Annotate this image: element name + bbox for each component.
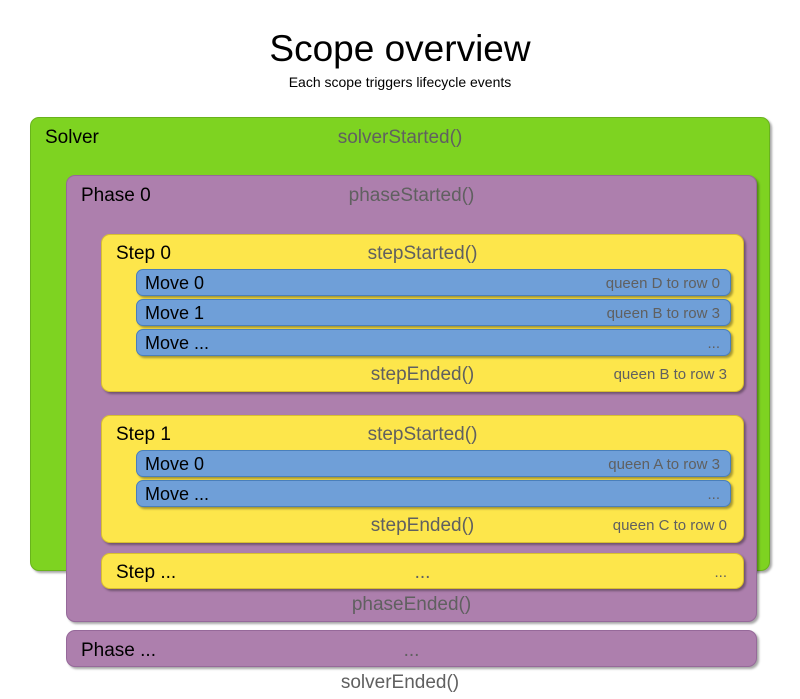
step-0-ended-detail: queen B to row 3	[613, 366, 727, 383]
solver-scope: Solver solverStarted() Phase 0 phaseStar…	[30, 117, 770, 693]
move-label: Move 0	[145, 273, 205, 293]
step-ellipsis-scope: Step ... ... ...	[101, 553, 744, 589]
move-scope: Move ... ...	[136, 329, 731, 356]
move-label: Move 0	[145, 454, 205, 474]
step-1-ended-detail: queen C to row 0	[612, 517, 727, 534]
step-1-header: Step 1 stepStarted()	[108, 420, 737, 450]
phase-0-header: Phase 0 phaseStarted()	[73, 181, 750, 211]
step-0-started-event: stepStarted()	[367, 243, 478, 264]
step-1-ended-event: stepEnded()	[370, 515, 475, 536]
phase-0-scope: Phase 0 phaseStarted() Step 0 stepStarte…	[66, 175, 757, 622]
move-scope: Move 1 queen B to row 3	[136, 299, 731, 326]
solver-started-event: solverStarted()	[337, 127, 463, 148]
phase-ellipsis-event: ...	[403, 640, 420, 661]
step-1-label: Step 1	[116, 424, 171, 445]
step-ellipsis-label: Step ...	[116, 562, 177, 583]
move-detail: queen D to row 0	[605, 275, 720, 292]
phase-ellipsis-header: Phase ... ...	[73, 636, 750, 666]
step-0-scope: Step 0 stepStarted() Move 0 queen D to r…	[101, 234, 744, 392]
phase-0-started-event: phaseStarted()	[348, 185, 475, 206]
move-label: Move ...	[145, 484, 210, 504]
step-ellipsis-event: ...	[414, 562, 431, 583]
phase-0-label: Phase 0	[81, 185, 151, 206]
page-title: Scope overview	[269, 28, 531, 69]
step-0-label: Step 0	[116, 243, 171, 264]
step-0-header: Step 0 stepStarted()	[108, 239, 737, 269]
move-detail: queen B to row 3	[606, 305, 720, 322]
solver-footer: solverEnded()	[37, 667, 763, 699]
step-ellipsis-header: Step ... ... ...	[108, 558, 737, 588]
step-ellipsis-detail: ...	[714, 564, 727, 581]
move-label: Move ...	[145, 333, 210, 353]
solver-ended-event: solverEnded()	[340, 672, 460, 693]
step-1-footer: stepEnded() queen C to row 0	[108, 510, 737, 542]
solver-label: Solver	[45, 127, 99, 148]
move-scope: Move 0 queen D to row 0	[136, 269, 731, 296]
move-detail: queen A to row 3	[608, 456, 720, 473]
move-scope: Move 0 queen A to row 3	[136, 450, 731, 477]
move-scope: Move ... ...	[136, 480, 731, 507]
solver-header: Solver solverStarted()	[37, 123, 763, 153]
step-0-footer: stepEnded() queen B to row 3	[108, 359, 737, 391]
phase-0-ended-event: phaseEnded()	[351, 594, 472, 615]
phase-0-footer: phaseEnded()	[73, 589, 750, 621]
move-detail: ...	[707, 486, 720, 503]
step-1-scope: Step 1 stepStarted() Move 0 queen A to r…	[101, 415, 744, 543]
step-1-started-event: stepStarted()	[367, 424, 478, 445]
phase-ellipsis-scope: Phase ... ...	[66, 630, 757, 667]
move-detail: ...	[707, 335, 720, 352]
step-0-ended-event: stepEnded()	[370, 364, 475, 385]
move-label: Move 1	[145, 303, 205, 323]
page-subtitle: Each scope triggers lifecycle events	[288, 74, 512, 90]
